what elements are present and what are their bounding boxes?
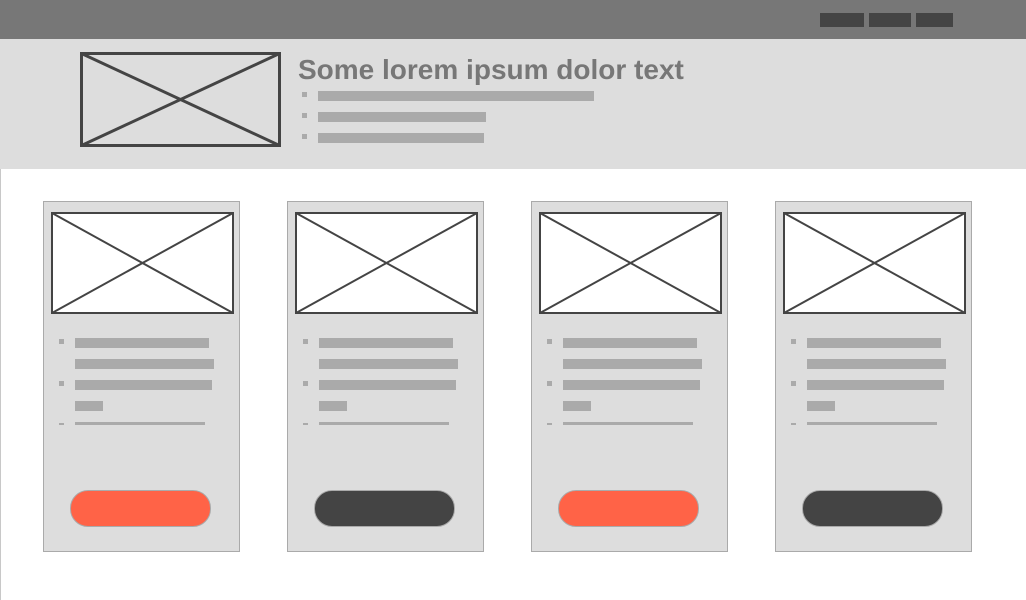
bullet-icon xyxy=(547,339,552,344)
bullet-icon xyxy=(302,134,307,139)
text-placeholder-line xyxy=(75,422,205,425)
bullet-icon xyxy=(547,381,552,386)
bullet-icon xyxy=(302,92,307,97)
text-placeholder-line xyxy=(807,380,944,390)
page-left-border xyxy=(0,0,1,600)
bullet-icon xyxy=(547,423,552,425)
text-placeholder-line xyxy=(319,401,347,411)
card-action-button[interactable] xyxy=(802,490,943,527)
bullet-icon xyxy=(302,113,307,118)
text-placeholder-line xyxy=(319,380,456,390)
bullet-icon xyxy=(791,381,796,386)
bullet-icon xyxy=(303,339,308,344)
text-placeholder-line xyxy=(563,380,700,390)
card-action-button[interactable] xyxy=(314,490,455,527)
text-placeholder-line xyxy=(75,359,214,369)
text-placeholder-line xyxy=(807,401,835,411)
card-action-button[interactable] xyxy=(558,490,699,527)
text-placeholder-line xyxy=(563,401,591,411)
text-placeholder-line xyxy=(75,380,212,390)
image-placeholder-icon xyxy=(783,212,966,314)
product-card xyxy=(287,201,484,552)
text-placeholder-line xyxy=(319,338,453,348)
card-action-button[interactable] xyxy=(70,490,211,527)
image-placeholder-icon xyxy=(539,212,722,314)
text-placeholder-line xyxy=(75,401,103,411)
hero-title: Some lorem ipsum dolor text xyxy=(298,54,684,85)
text-placeholder-line xyxy=(807,338,941,348)
bullet-icon xyxy=(791,423,796,425)
nav-button-1[interactable] xyxy=(820,13,864,27)
text-placeholder-line xyxy=(318,91,594,101)
bullet-icon xyxy=(303,381,308,386)
text-placeholder-line xyxy=(807,422,937,425)
text-placeholder-line xyxy=(807,359,946,369)
bullet-icon xyxy=(59,381,64,386)
nav-button-3[interactable] xyxy=(916,13,953,27)
image-placeholder-icon xyxy=(51,212,234,314)
text-placeholder-line xyxy=(319,359,458,369)
bullet-icon xyxy=(303,423,308,425)
nav-button-2[interactable] xyxy=(869,13,911,27)
image-placeholder-icon xyxy=(80,52,281,147)
hero-section: Some lorem ipsum dolor text xyxy=(0,39,1026,169)
text-placeholder-line xyxy=(318,133,484,143)
bullet-icon xyxy=(59,339,64,344)
product-card xyxy=(775,201,972,552)
bullet-icon xyxy=(59,423,64,425)
text-placeholder-line xyxy=(563,338,697,348)
bullet-icon xyxy=(791,339,796,344)
text-placeholder-line xyxy=(318,112,486,122)
text-placeholder-line xyxy=(563,359,702,369)
text-placeholder-line xyxy=(563,422,693,425)
top-navigation-bar xyxy=(0,0,1026,39)
image-placeholder-icon xyxy=(295,212,478,314)
product-card xyxy=(531,201,728,552)
text-placeholder-line xyxy=(319,422,449,425)
text-placeholder-line xyxy=(75,338,209,348)
product-card xyxy=(43,201,240,552)
